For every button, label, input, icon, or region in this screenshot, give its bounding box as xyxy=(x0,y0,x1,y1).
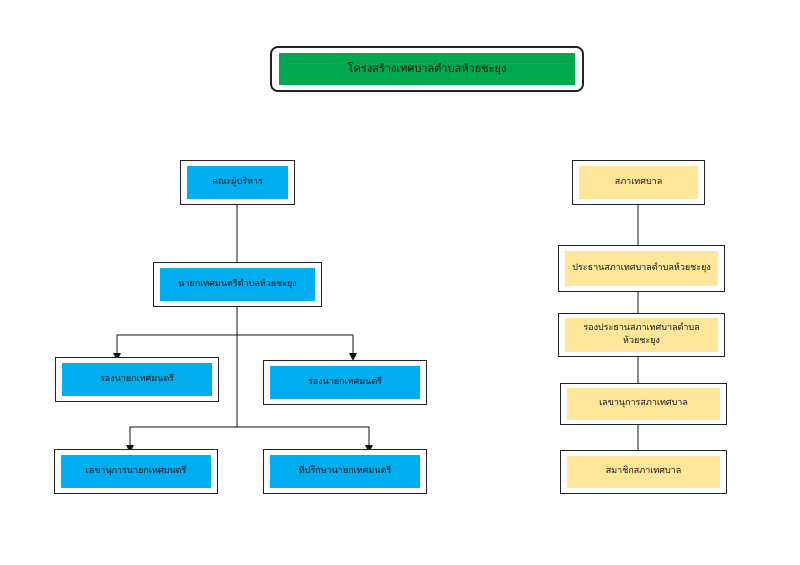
deputy-mayor-right-box: รองนายกเทศมนตรี xyxy=(263,360,427,405)
executive-committee-label: คณะผู้บริหาร xyxy=(187,166,288,199)
deputy-mayor-left-label: รองนายกเทศมนตรี xyxy=(62,363,212,396)
line-to-secretary xyxy=(126,426,237,453)
council-members-label: สมาชิกสภาเทศบาล xyxy=(567,456,720,488)
council-president-label: ประธานสภาเทศบาลตำบลห้วยชะยุง xyxy=(565,251,718,286)
executive-committee-box: คณะผู้บริหาร xyxy=(180,160,295,205)
line-to-deputy-left xyxy=(113,334,237,361)
council-secretary-label: เลขานุการสภาเทศบาล xyxy=(567,388,720,420)
mayor-advisor-label: ที่ปรึกษานายกเทศมนตรี xyxy=(270,455,420,488)
title-box: โครงสร้างเทศบาลตำบลห้วยชะยุง xyxy=(270,46,584,92)
deputy-mayor-right-label: รองนายกเทศมนตรี xyxy=(270,366,420,399)
council-box: สภาเทศบาล xyxy=(572,160,705,205)
council-members-box: สมาชิกสภาเทศบาล xyxy=(560,450,727,494)
deputy-mayor-left-box: รองนายกเทศมนตรี xyxy=(55,357,219,402)
mayor-box: นายกเทศมนตรีตำบลห้วยชะยุง xyxy=(153,262,322,307)
mayor-advisor-box: ที่ปรึกษานายกเทศมนตรี xyxy=(263,449,427,494)
council-president-box: ประธานสภาเทศบาลตำบลห้วยชะยุง xyxy=(558,245,725,292)
council-vice-president-box: รองประธานสภาเทศบาลตำบล ห้วยชะยุง xyxy=(558,313,725,357)
mayor-label: นายกเทศมนตรีตำบลห้วยชะยุง xyxy=(160,268,315,301)
line-to-deputy-right xyxy=(237,334,357,361)
line-to-advisor xyxy=(237,426,373,453)
mayor-secretary-label: เลขานุการนายกเทศมนตรี xyxy=(61,455,211,488)
council-label: สภาเทศบาล xyxy=(579,166,698,199)
diagram-title: โครงสร้างเทศบาลตำบลห้วยชะยุง xyxy=(279,53,575,85)
mayor-secretary-box: เลขานุการนายกเทศมนตรี xyxy=(54,449,218,494)
council-vice-president-label: รองประธานสภาเทศบาลตำบล ห้วยชะยุง xyxy=(565,318,718,352)
council-secretary-box: เลขานุการสภาเทศบาล xyxy=(560,383,727,425)
